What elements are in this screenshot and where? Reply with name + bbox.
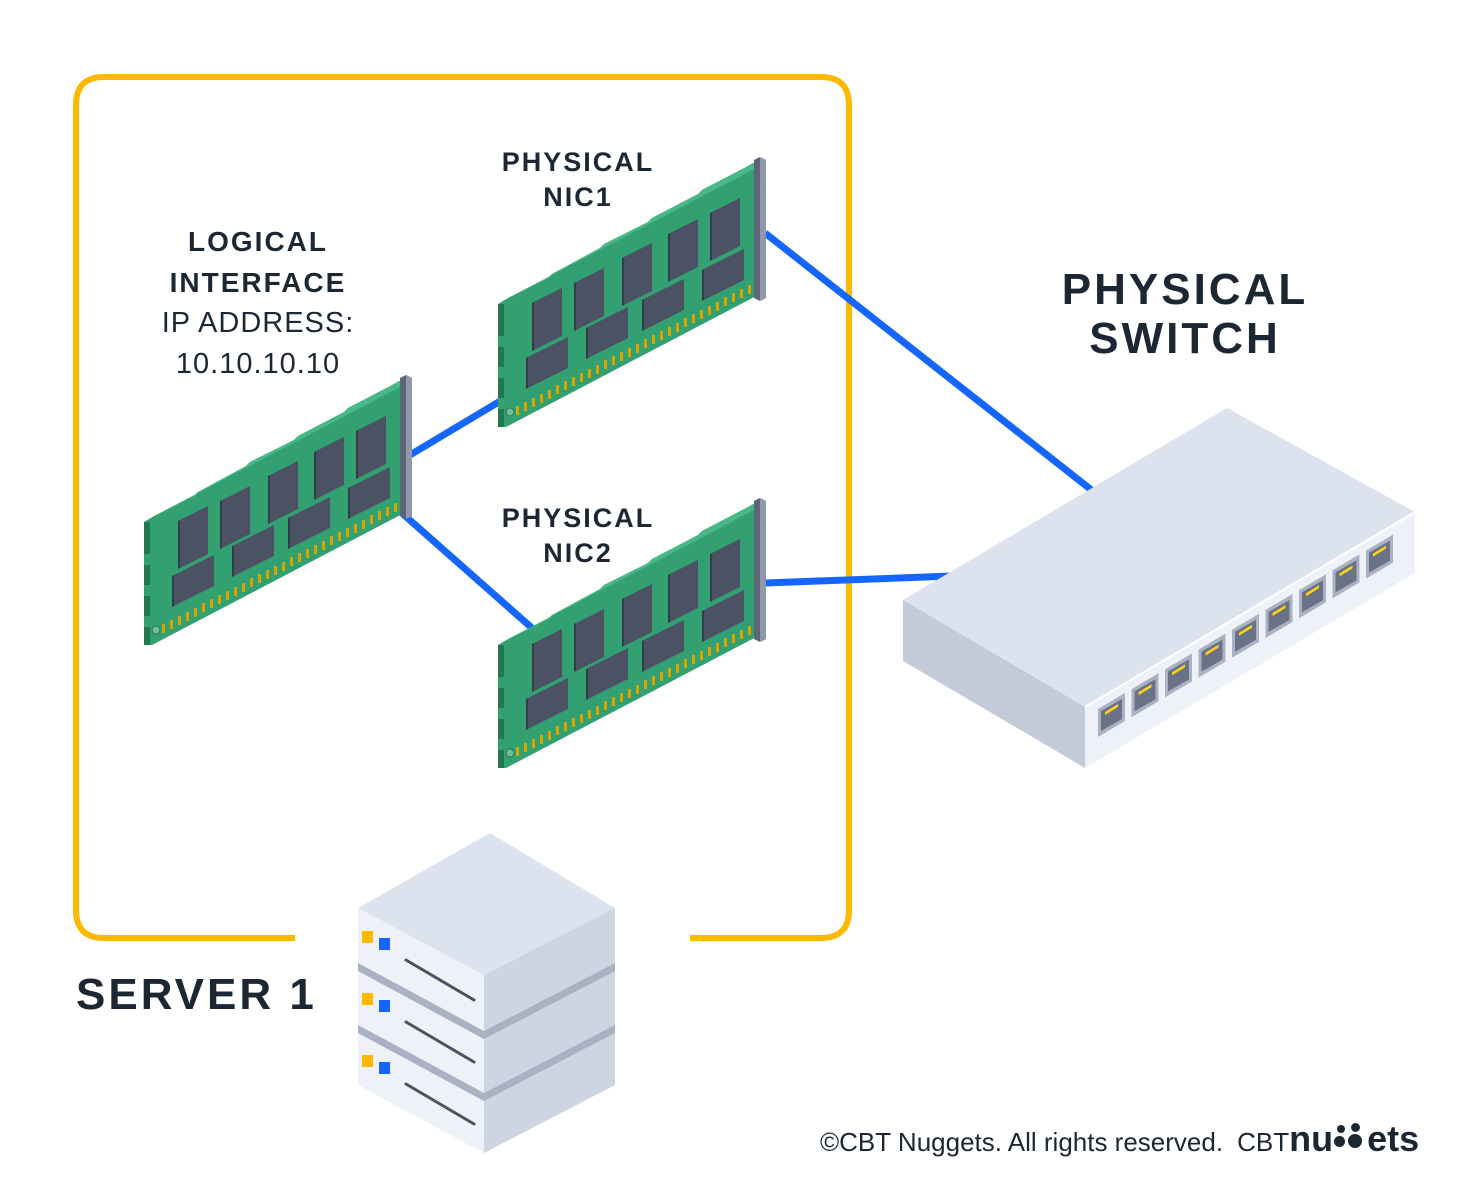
server-stack-icon xyxy=(358,833,615,1153)
switch-label: PHYSICAL SWITCH xyxy=(1045,265,1325,364)
link-nic2-to-switch xyxy=(764,572,953,587)
nic2-label-line2: NIC2 xyxy=(543,538,613,569)
logical-interface-title-line1: LOGICAL xyxy=(188,226,328,257)
switch-port-icon xyxy=(1098,693,1125,737)
link-logical-to-nic1 xyxy=(408,396,504,459)
brand-name-part1: nu xyxy=(1289,1118,1334,1159)
footer: ©CBT Nuggets. All rights reserved. CBT n… xyxy=(820,1118,1419,1160)
brand-prefix: CBT xyxy=(1237,1127,1290,1157)
logical-interface-title-line2: INTERFACE xyxy=(169,266,347,298)
switch-label-line2: SWITCH xyxy=(1089,314,1281,364)
link-logical-to-nic2 xyxy=(392,504,535,631)
switch-port-icon xyxy=(1299,574,1326,619)
logical-interface-card-icon xyxy=(143,374,413,646)
ip-address-value: 10.10.10.10 xyxy=(175,348,341,381)
switch-port-icon xyxy=(1198,633,1226,678)
nic1-label-line1: PHYSICAL xyxy=(501,147,655,177)
switch-port-icon xyxy=(1332,554,1360,599)
nic2-label-line1: PHYSICAL xyxy=(501,503,655,533)
nic2-label: PHYSICAL NIC2 xyxy=(488,501,668,571)
switch-port-icon xyxy=(1131,673,1159,718)
switch-label-line1: PHYSICAL xyxy=(1061,265,1309,314)
nic1-label: PHYSICAL NIC1 xyxy=(488,145,668,215)
server-label: SERVER 1 xyxy=(76,970,317,1019)
server-frame xyxy=(73,74,852,941)
nic1-label-line2: NIC1 xyxy=(543,182,613,213)
physical-switch-icon xyxy=(903,408,1416,768)
copyright-text: ©CBT Nuggets. All rights reserved. xyxy=(820,1127,1224,1157)
ip-address-label: IP ADDRESS: xyxy=(161,307,355,340)
switch-port-icon xyxy=(1165,653,1192,698)
link-nic1-to-switch xyxy=(762,230,1097,495)
switch-port-icon xyxy=(1232,613,1259,658)
switch-port-icon xyxy=(1366,534,1393,579)
switch-port-icon xyxy=(1265,594,1293,638)
brand-dots-logo-icon xyxy=(1333,1123,1367,1151)
brand-name-part2: ets xyxy=(1367,1118,1420,1159)
logical-interface-label: LOGICAL INTERFACE IP ADDRESS: 10.10.10.1… xyxy=(140,222,376,386)
